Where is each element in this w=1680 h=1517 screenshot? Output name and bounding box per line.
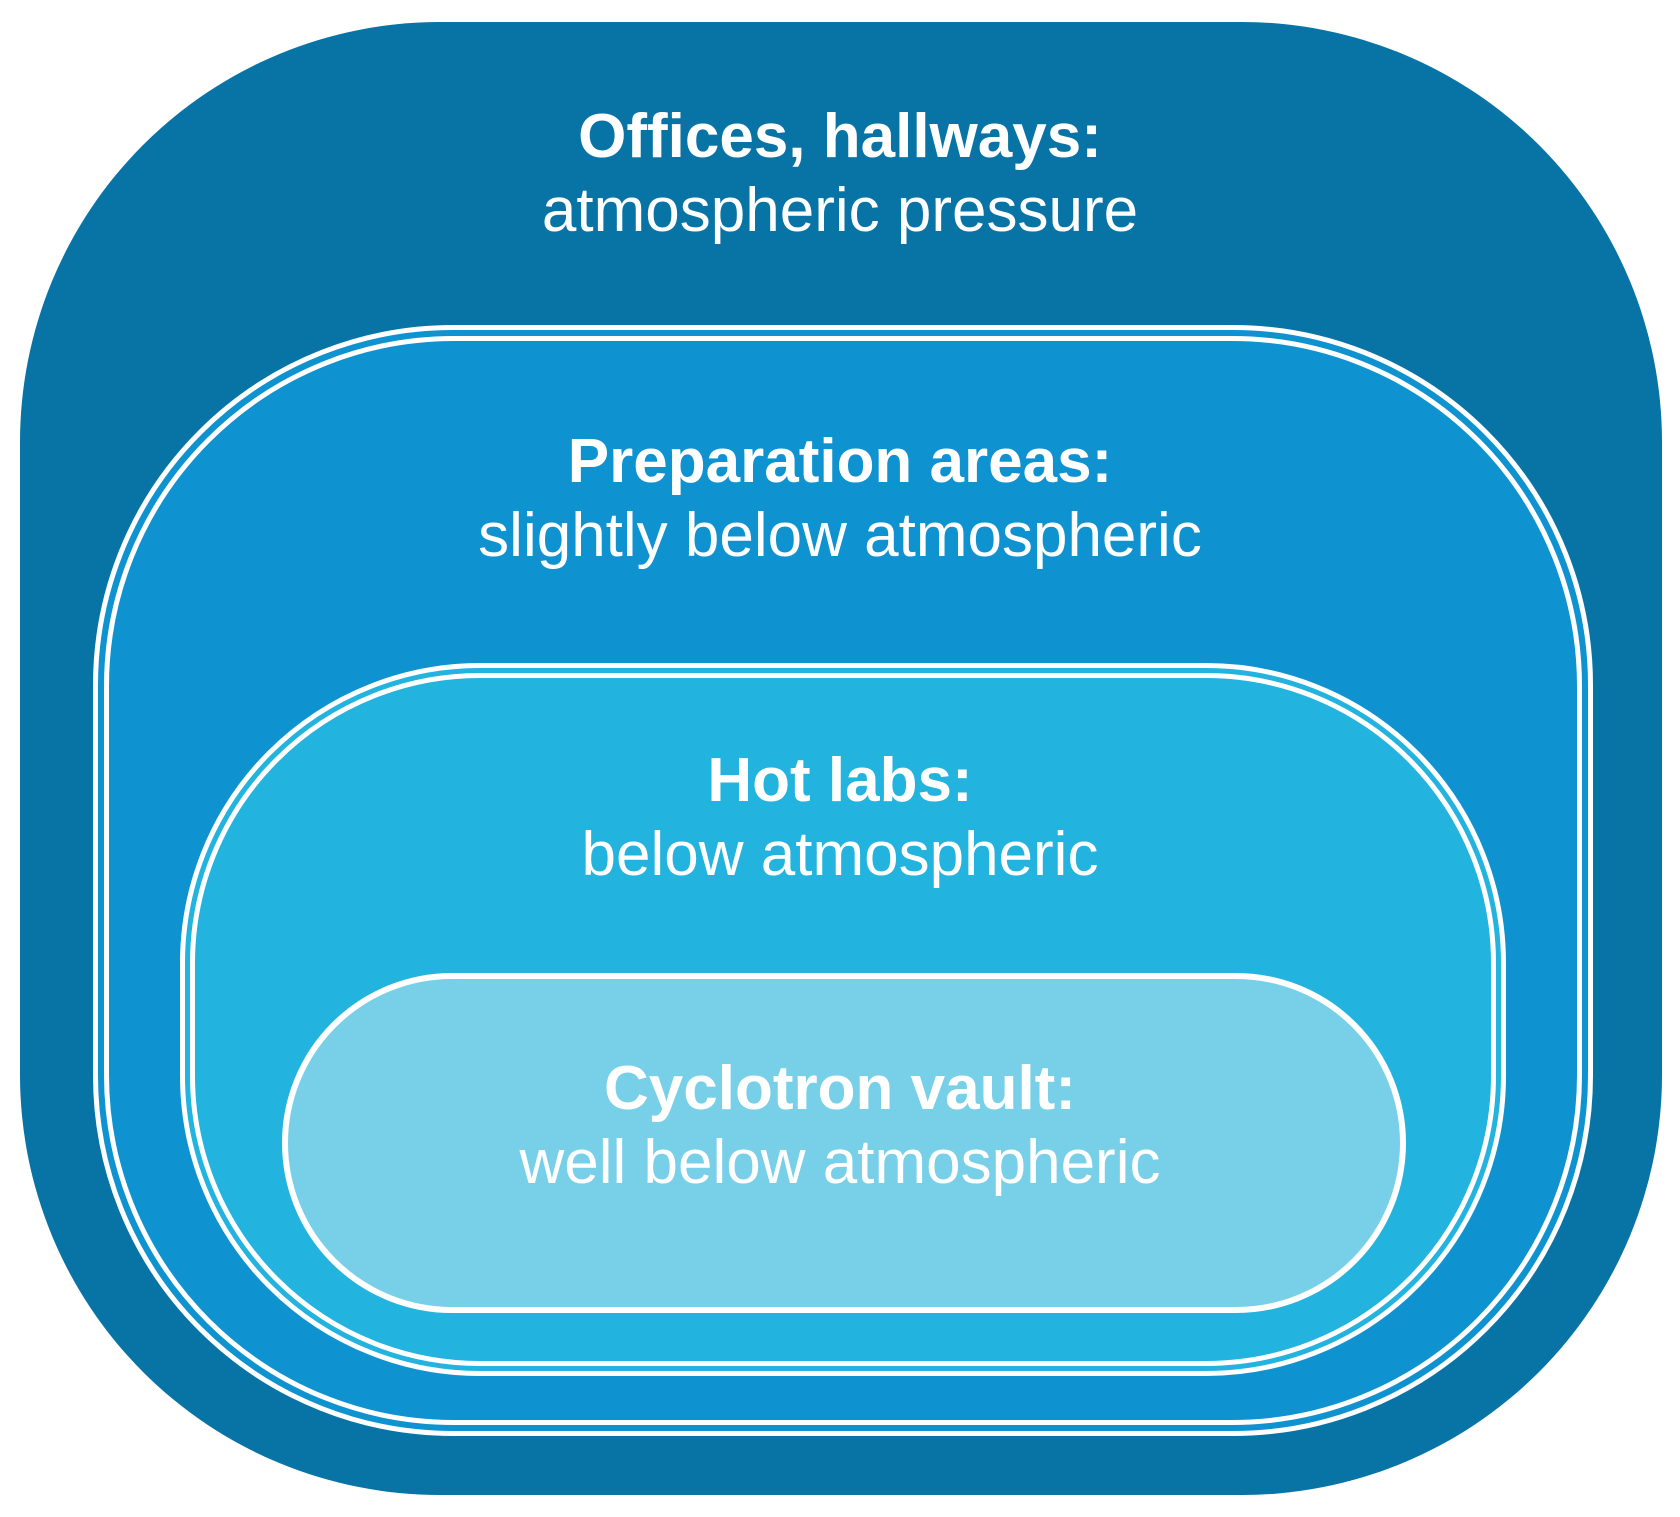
offices-pressure: atmospheric pressure [541, 176, 1139, 245]
offices-label: Offices, hallways: atmospheric pressure [0, 100, 1680, 248]
preparation-title: Preparation areas: [567, 427, 1113, 496]
cyclotron-pressure: well below atmospheric [519, 1128, 1161, 1197]
preparation-pressure: slightly below atmospheric [478, 501, 1202, 570]
zone-cyclotron-vault [282, 973, 1406, 1313]
preparation-label: Preparation areas: slightly below atmosp… [0, 425, 1680, 573]
cyclotron-title: Cyclotron vault: [604, 1054, 1076, 1123]
hot-labs-title: Hot labs: [707, 746, 973, 815]
hot-labs-pressure: below atmospheric [581, 820, 1099, 889]
cyclotron-label: Cyclotron vault: well below atmospheric [0, 1052, 1680, 1200]
offices-title: Offices, hallways: [578, 102, 1102, 171]
hot-labs-label: Hot labs: below atmospheric [0, 744, 1680, 892]
